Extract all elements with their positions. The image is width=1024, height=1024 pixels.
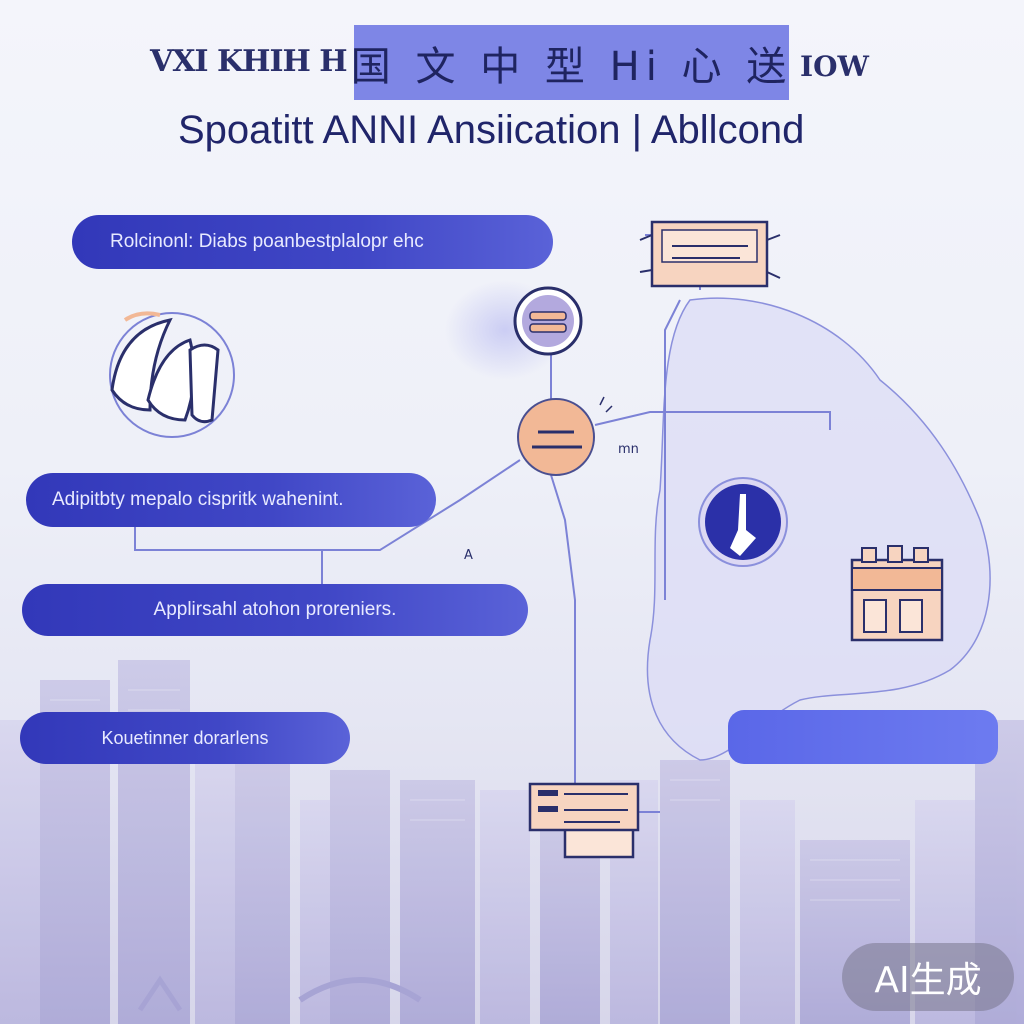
pill-label-3-text: Applirsahl atohon proreniers. (153, 599, 397, 620)
toolbox-icon (850, 545, 944, 642)
speaker-icon (698, 477, 788, 567)
connector-small-label: A (464, 548, 473, 563)
cloud-shape (646, 297, 991, 761)
document-icon (639, 220, 781, 288)
pill-label-5-empty (728, 710, 998, 764)
node-small-label: mn (618, 442, 639, 457)
pill-label-4: Kouetinner dorarlens (20, 712, 350, 764)
header-right-text: IOW (800, 50, 869, 83)
page-subtitle: Spoatitt ANNI Ansiication | Abllcond (178, 108, 805, 152)
pill-label-2: Adipitbty mepalo cispritk wahenint. (26, 473, 436, 527)
pill-label-1-text: Rolcinonl: Diabs poanbestplalopr ehc (110, 231, 424, 252)
pill-label-1: Rolcinonl: Diabs poanbestplalopr ehc (72, 215, 553, 269)
menu-node-icon (513, 286, 583, 356)
note-node-icon (517, 396, 613, 476)
stacked-cards-icon (528, 782, 640, 859)
pill-label-4-text: Kouetinner dorarlens (101, 727, 269, 748)
header-box-text: 国 文 中 型 Hi 心 送 (350, 43, 793, 90)
header-title-box: 国 文 中 型 Hi 心 送 (350, 25, 793, 100)
pill-label-3: Applirsahl atohon proreniers. (22, 584, 528, 636)
pill-label-2-text: Adipitbty mepalo cispritk wahenint. (52, 489, 344, 510)
ai-generated-badge: AI生成 (842, 943, 1014, 1011)
leaf-icon (109, 311, 235, 438)
